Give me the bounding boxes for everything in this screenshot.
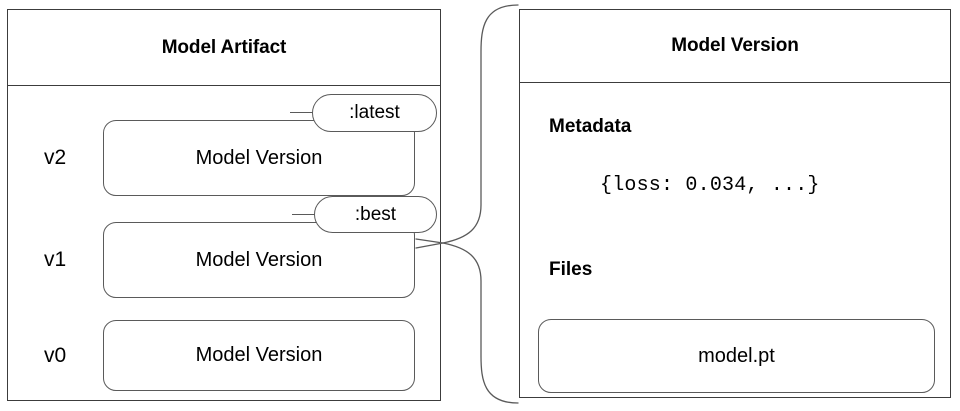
version-label-v0: v0 bbox=[44, 343, 67, 367]
version-label-v1: v1 bbox=[44, 248, 67, 271]
model-version-title: Model Version bbox=[520, 10, 950, 83]
version-box-v2[interactable]: Model Version bbox=[103, 120, 415, 196]
metadata-value: {loss: 0.034, ...} bbox=[600, 174, 820, 197]
version-box-v1[interactable]: Model Version bbox=[103, 222, 415, 298]
tag-stub-latest bbox=[290, 112, 316, 113]
tag-pill-best[interactable]: :best bbox=[314, 196, 437, 233]
model-artifact-title: Model Artifact bbox=[8, 10, 440, 86]
tag-pill-latest[interactable]: :latest bbox=[312, 94, 437, 132]
version-row-v2: v2 Model Version bbox=[8, 120, 440, 196]
model-version-panel: Model Version Metadata {loss: 0.034, ...… bbox=[519, 9, 951, 398]
version-box-v0[interactable]: Model Version bbox=[103, 320, 415, 391]
files-section-title: Files bbox=[549, 259, 593, 280]
tag-stub-best bbox=[292, 214, 318, 215]
model-artifact-body: v2 Model Version v1 Model Version v0 Mod… bbox=[8, 86, 440, 400]
version-row-v1: v1 Model Version bbox=[8, 222, 440, 298]
metadata-section-title: Metadata bbox=[549, 116, 632, 137]
file-item-model-pt[interactable]: model.pt bbox=[538, 319, 935, 393]
model-version-body: Metadata {loss: 0.034, ...} Files model.… bbox=[520, 83, 950, 397]
version-row-v0: v0 Model Version bbox=[8, 320, 440, 391]
version-label-v2: v2 bbox=[44, 146, 67, 169]
